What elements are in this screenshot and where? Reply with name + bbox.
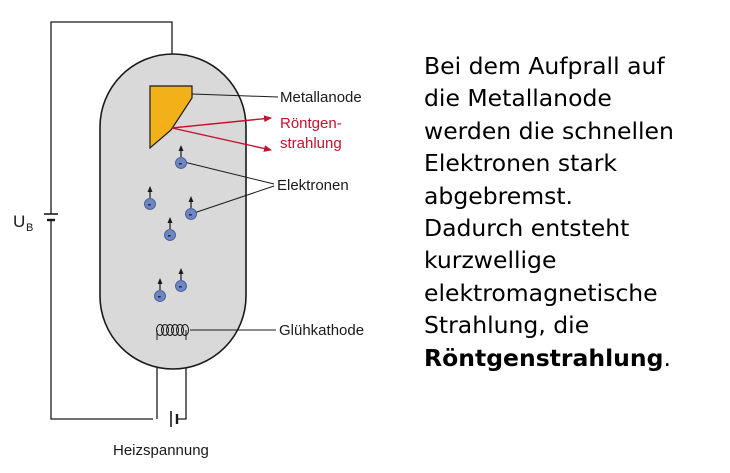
metal-anode-label: Metallanode [280, 89, 362, 106]
explanation-final-line: Röntgenstrahlung. [424, 342, 724, 374]
explanation-line: abgebremst. [424, 181, 574, 210]
voltage-subscript-label: B [26, 222, 33, 234]
vacuum-tube [99, 53, 247, 370]
electron: - [164, 217, 176, 242]
electron: - [144, 186, 156, 211]
cathode-filament [156, 324, 189, 340]
heater-battery-symbol [170, 411, 179, 427]
electron-charge: - [179, 281, 183, 293]
electron-charge: - [189, 209, 193, 221]
explanation-text: Bei dem Aufprall auf die Metallanode wer… [424, 50, 724, 374]
x-ray-label-line2: strahlung [280, 135, 342, 152]
cathode-label: Glühkathode [279, 322, 364, 339]
explanation-line: Dadurch entsteht [424, 214, 630, 243]
explanation-line: elektromagnetische [424, 278, 658, 307]
electron-charge: - [168, 230, 172, 242]
electron: - [175, 145, 187, 170]
electron: - [175, 268, 187, 293]
electron-charge: - [158, 291, 162, 303]
voltage-source-symbol [44, 213, 58, 222]
x-ray-arrows [171, 115, 272, 152]
electrons-label: Elektronen [277, 177, 349, 194]
explanation-line: Bei dem Aufprall auf [424, 52, 665, 80]
explanation-line: werden die schnellen [424, 116, 674, 145]
heater-voltage-label: Heizspannung [113, 442, 209, 459]
label-leader-lines [183, 93, 279, 331]
emphasis-term: Röntgenstrahlung [424, 343, 664, 372]
electron-charge: - [148, 199, 152, 211]
explanation-line: kurzwellige [424, 246, 557, 275]
x-ray-tube-diagram: U B Heizspannung - - [13, 21, 364, 459]
metal-anode [149, 85, 193, 150]
explanation-line: die Metallanode [424, 84, 612, 113]
electron-charge: - [179, 158, 183, 170]
explanation-line: Elektronen stark [424, 149, 618, 178]
x-ray-label-line1: Röntgen- [280, 115, 342, 132]
end-punctuation: . [663, 343, 671, 372]
explanation-line: Strahlung, die [424, 311, 590, 340]
electron: - [154, 278, 166, 303]
electron: - [185, 196, 197, 221]
voltage-symbol-label: U [13, 212, 25, 231]
